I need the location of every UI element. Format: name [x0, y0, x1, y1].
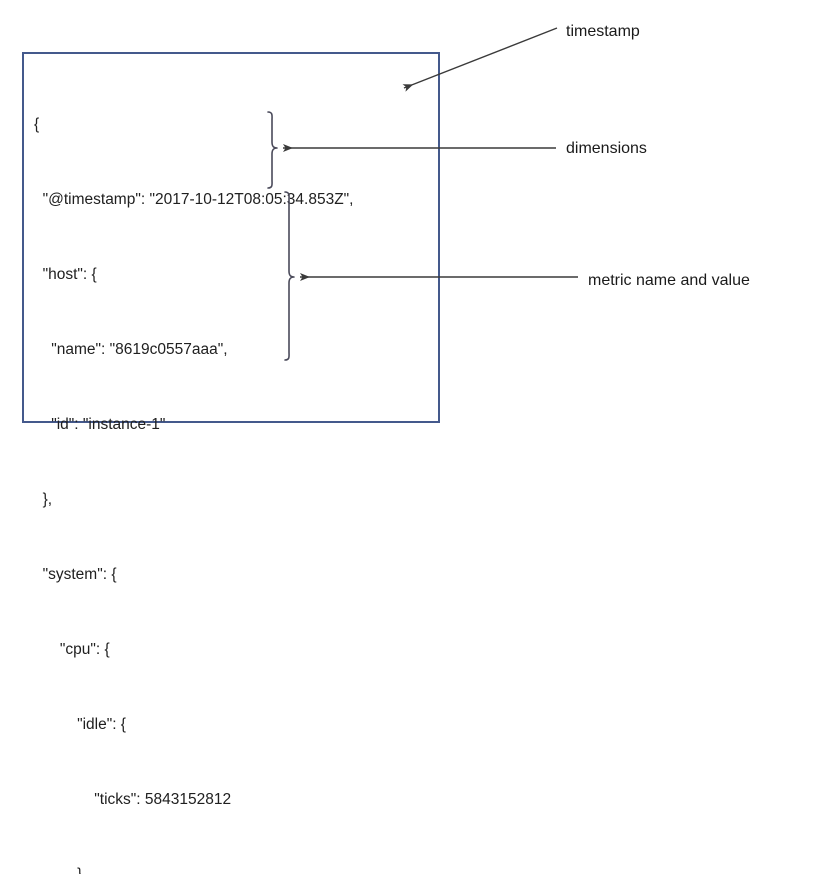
- json-document-box: { "@timestamp": "2017-10-12T08:05:34.853…: [22, 52, 440, 874]
- annotation-label-dimensions: dimensions: [566, 140, 647, 157]
- json-line-host-open: "host": {: [34, 266, 97, 283]
- json-line-idle-open: "idle": {: [34, 716, 126, 733]
- json-line-host-id: "id": "instance-1": [34, 416, 166, 433]
- json-line-host-close: },: [34, 491, 53, 508]
- json-line: {: [34, 116, 40, 133]
- json-code-block: { "@timestamp": "2017-10-12T08:05:34.853…: [34, 62, 354, 874]
- annotation-label-metric: metric name and value: [588, 272, 750, 289]
- annotation-label-timestamp: timestamp: [566, 23, 640, 40]
- json-line-host-name: "name": "8619c0557aaa",: [34, 341, 228, 358]
- json-line-idle-close: },: [34, 862, 354, 874]
- json-line-system-open: "system": {: [34, 566, 117, 583]
- diagram-canvas: { "@timestamp": "2017-10-12T08:05:34.853…: [22, 23, 750, 874]
- json-line-timestamp: "@timestamp": "2017-10-12T08:05:34.853Z"…: [34, 191, 354, 208]
- json-line-ticks: "ticks": 5843152812: [34, 791, 232, 808]
- json-line-cpu-open: "cpu": {: [34, 641, 110, 658]
